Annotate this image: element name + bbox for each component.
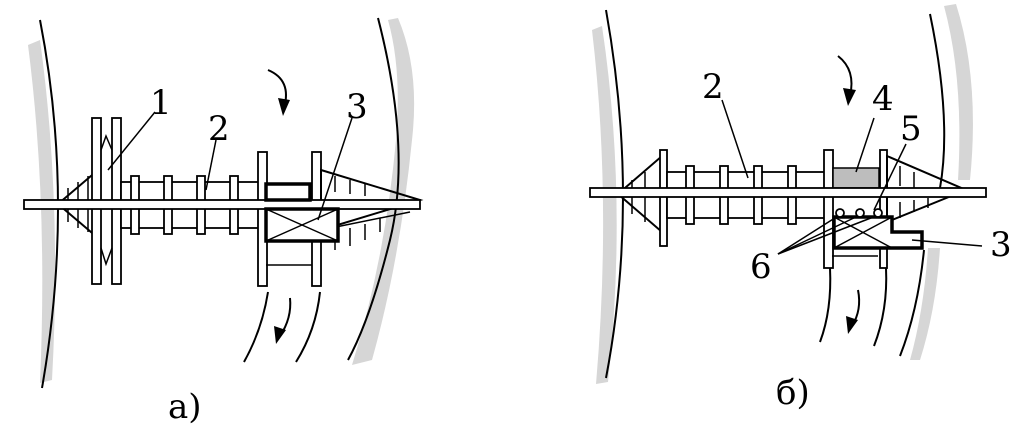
flow-arrowhead-top xyxy=(843,88,856,106)
label-6: 6 xyxy=(750,247,772,287)
flow-arrowhead-top xyxy=(278,98,290,116)
leader-2 xyxy=(205,139,217,191)
left-casing-shade xyxy=(28,40,56,383)
leader-3 xyxy=(911,239,983,247)
element-3-box xyxy=(264,182,340,243)
right-casing-curve-upper xyxy=(929,13,946,189)
leader-4 xyxy=(855,117,875,173)
leader-2 xyxy=(721,99,749,179)
leader-3 xyxy=(317,117,353,221)
left-plate xyxy=(659,149,668,247)
channel-right-curve xyxy=(295,291,321,363)
left-casing-shade xyxy=(592,26,617,384)
flow-arrowhead-bottom xyxy=(846,316,858,334)
channel-left-curve xyxy=(819,267,832,343)
leader-6b xyxy=(777,215,859,255)
element-6-circle xyxy=(855,208,865,218)
label-3: 3 xyxy=(346,87,368,127)
label-1: 1 xyxy=(150,83,172,123)
element-6-circle xyxy=(873,208,883,218)
main-shaft xyxy=(23,199,421,210)
channel-right-curve xyxy=(873,267,888,347)
plate-right xyxy=(879,149,888,269)
right-casing-curve-lower xyxy=(899,249,925,357)
element-3-box xyxy=(832,215,924,250)
label-4: 4 xyxy=(872,79,894,119)
label-3: 3 xyxy=(990,225,1012,265)
leader-5 xyxy=(873,143,907,211)
right-casing-shade-lower xyxy=(910,248,940,360)
right-casing-curve xyxy=(347,17,400,361)
figure-a: 1 2 3 а) xyxy=(23,17,424,427)
main-shaft xyxy=(589,187,987,198)
right-casing-shade xyxy=(352,18,415,365)
label-2: 2 xyxy=(208,109,230,149)
plate-left xyxy=(823,149,834,269)
figure-b: 2 4 5 3 6 б) xyxy=(589,4,1012,413)
leader-6c xyxy=(777,215,877,255)
element-6-circle xyxy=(835,208,845,218)
channel-left-curve xyxy=(243,291,269,363)
caption-b: б) xyxy=(776,373,810,413)
right-casing-shade xyxy=(944,4,973,180)
label-2: 2 xyxy=(702,67,724,107)
leader-6a xyxy=(777,215,839,255)
leader-1 xyxy=(107,111,156,171)
caption-a: а) xyxy=(168,387,202,427)
label-5: 5 xyxy=(900,109,922,149)
flow-arrowhead-bottom xyxy=(274,326,286,344)
